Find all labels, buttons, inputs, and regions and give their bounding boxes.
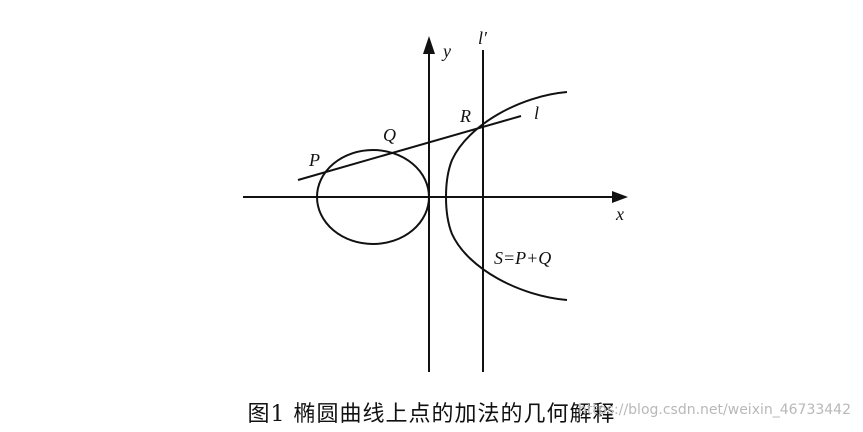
figure-caption: 图1 椭圆曲线上点的加法的几何解释 xyxy=(247,402,616,427)
vertical-line-label: l′ xyxy=(478,28,488,48)
secant-line-label: l xyxy=(534,103,539,123)
point-r-label: R xyxy=(459,106,471,126)
secant-line-l xyxy=(297,115,522,181)
x-axis-label: x xyxy=(615,204,624,224)
y-axis-arrow xyxy=(423,36,435,54)
sum-equation-label: S=P+Q xyxy=(494,248,551,268)
x-axis-arrow xyxy=(612,191,628,203)
curve-oval-component xyxy=(316,149,430,245)
y-axis-label: y xyxy=(441,41,451,61)
curve-open-branch xyxy=(445,91,568,301)
point-p-label: P xyxy=(308,150,320,170)
watermark: https://blog.csdn.net/weixin_46733442 xyxy=(577,402,851,418)
point-q-label: Q xyxy=(383,125,396,145)
